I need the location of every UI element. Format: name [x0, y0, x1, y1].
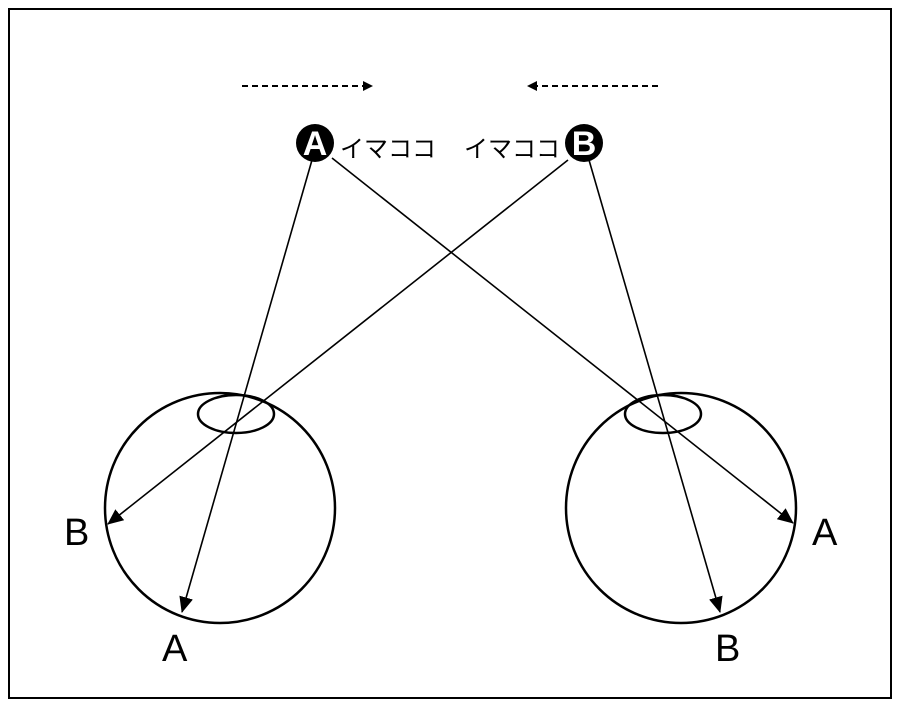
right-eye-label-side: A	[812, 512, 838, 554]
frame-border	[8, 8, 892, 699]
object-b: B イマココ	[464, 124, 603, 163]
lens-left	[196, 393, 276, 435]
ray-b-left-eye	[107, 159, 569, 525]
left-eye-label-side: B	[64, 512, 89, 554]
object-a: A イマココ	[296, 124, 436, 163]
eye-right	[564, 391, 798, 625]
ray-b-right-eye	[588, 159, 723, 613]
right-eye-label-bottom: B	[715, 628, 740, 670]
object-a-badge-label: A	[303, 125, 328, 163]
eyeball-left	[103, 391, 337, 625]
object-a-badge	[296, 124, 334, 162]
eyeball-right	[564, 391, 798, 625]
object-b-badge-label: B	[572, 125, 597, 163]
eye-left	[103, 391, 337, 625]
ray-a-left-eye	[179, 159, 313, 613]
lens-right	[623, 393, 703, 435]
object-b-here-tag: イマココ	[464, 135, 560, 163]
object-b-badge	[565, 124, 603, 162]
left-eye-label-bottom: A	[162, 628, 188, 670]
ray-a-right-eye	[331, 157, 794, 524]
object-a-here-tag: イマココ	[340, 135, 436, 163]
